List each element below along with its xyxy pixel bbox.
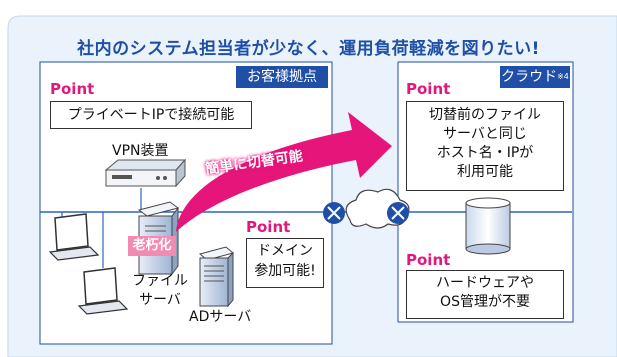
ad-server-label: ADサーバ: [189, 309, 252, 325]
no-hw-management-note: ハードウェアや OS管理が不要: [406, 270, 564, 319]
cloud-storage-icon: [465, 197, 511, 255]
cloud-tag: クラウド※4: [500, 66, 570, 88]
cloud-tag-footnote: ※4: [557, 72, 569, 81]
laptop-icon-2: [77, 267, 129, 315]
no-hw-line1: ハードウェアや: [436, 275, 534, 291]
customer-site-tag: お客様拠点: [236, 66, 328, 88]
left-point-heading-2: Point: [246, 218, 291, 236]
migration-arrow: [176, 112, 392, 232]
file-server-label-line1: ファイル: [132, 273, 188, 289]
same-host-line1: 切替前のファイル: [429, 107, 541, 123]
domain-join-note: ドメイン 参加可能!: [246, 238, 324, 288]
domain-join-line1: ドメイン: [257, 243, 313, 259]
cloud-tag-text: クラウド: [501, 69, 558, 85]
file-server-label-line2: サーバ: [139, 292, 181, 308]
vpn-device-icon: [104, 158, 187, 188]
ad-server-icon: [198, 246, 235, 308]
same-host-note: 切替前のファイル サーバと同じ ホスト名・IPが 利用可能: [406, 101, 564, 191]
no-hw-line2: OS管理が不要: [440, 294, 530, 310]
same-host-line2: サーバと同じ: [443, 126, 527, 142]
domain-join-line2: 参加可能!: [254, 263, 316, 279]
same-host-line4: 利用可能: [457, 164, 513, 180]
left-point-heading-1: Point: [50, 80, 95, 98]
right-point-heading-1: Point: [406, 80, 451, 98]
vpn-label: VPN装置: [112, 143, 169, 159]
same-host-line3: ホスト名・IPが: [436, 145, 534, 161]
left-connector-icon: [323, 202, 345, 224]
right-point-heading-2: Point: [406, 251, 451, 269]
aging-badge: 老朽化: [128, 236, 176, 256]
private-ip-text: プライベートIPで接続可能: [67, 107, 235, 123]
private-ip-note: プライベートIPで接続可能: [50, 101, 252, 129]
file-server-label: ファイル サーバ: [132, 272, 188, 310]
right-connector-icon: [387, 202, 409, 224]
laptop-icon-1: [48, 213, 100, 261]
page-title: 社内のシステム担当者が少なく、運用負荷軽減を図りたい!: [77, 39, 540, 59]
